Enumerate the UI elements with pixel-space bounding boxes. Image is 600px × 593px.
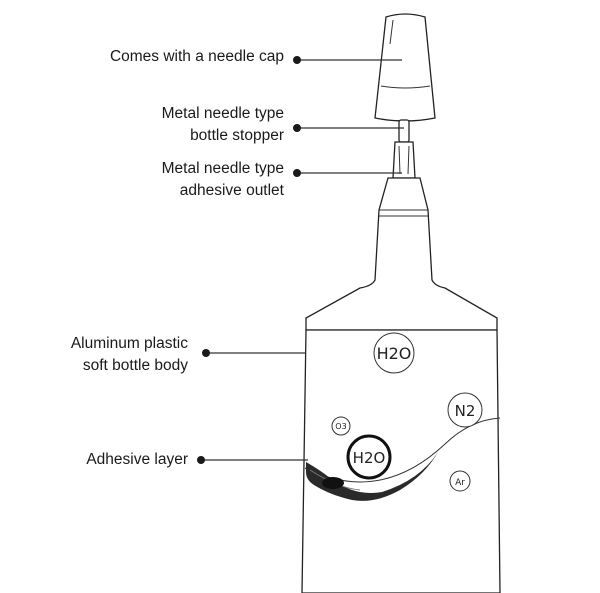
metal-needle bbox=[392, 119, 416, 179]
molecule-o3: O3 bbox=[331, 416, 351, 436]
leader-adhesive-layer bbox=[197, 456, 308, 464]
svg-text:H2O: H2O bbox=[377, 344, 412, 363]
bottle-body bbox=[301, 329, 501, 593]
needle-cap bbox=[374, 13, 436, 122]
leader-adhesive-outlet bbox=[293, 169, 402, 177]
callout-bottle-stopper: Metal needle type bottle stopper bbox=[162, 103, 284, 147]
callout-adhesive-layer-line-1: Adhesive layer bbox=[86, 451, 188, 468]
callout-adhesive-outlet: Metal needle type adhesive outlet bbox=[162, 158, 284, 202]
callout-bottle-body-line-2: soft bottle body bbox=[82, 357, 188, 374]
callout-bottle-body-line-1: Aluminum plastic bbox=[70, 335, 188, 352]
svg-text:O3: O3 bbox=[335, 422, 346, 431]
leader-bottle-stopper bbox=[293, 124, 404, 132]
callout-adhesive-outlet-line-2: adhesive outlet bbox=[179, 182, 284, 199]
callout-needle-cap-line-1: Comes with a needle cap bbox=[109, 48, 284, 65]
molecule-h2o-top: H2O bbox=[373, 332, 415, 374]
molecule-h2o-center: H2O bbox=[346, 434, 392, 480]
callout-needle-cap: Comes with a needle cap bbox=[110, 46, 284, 68]
adhesive-layer bbox=[304, 417, 501, 501]
molecule-n2: N2 bbox=[447, 392, 483, 428]
leader-bottle-body bbox=[202, 349, 306, 357]
svg-text:N2: N2 bbox=[455, 402, 476, 420]
callout-adhesive-outlet-line-1: Metal needle type bbox=[161, 160, 284, 177]
svg-text:Ar: Ar bbox=[455, 478, 465, 488]
callout-bottle-stopper-line-2: bottle stopper bbox=[190, 127, 284, 144]
callout-bottle-body: Aluminum plastic soft bottle body bbox=[71, 333, 188, 377]
leader-needle-cap bbox=[293, 56, 402, 64]
molecule-ar: Ar bbox=[449, 470, 471, 492]
callout-adhesive-layer: Adhesive layer bbox=[86, 449, 188, 471]
svg-text:H2O: H2O bbox=[353, 449, 386, 467]
bottle-neck bbox=[305, 177, 498, 331]
callout-bottle-stopper-line-1: Metal needle type bbox=[161, 105, 284, 122]
